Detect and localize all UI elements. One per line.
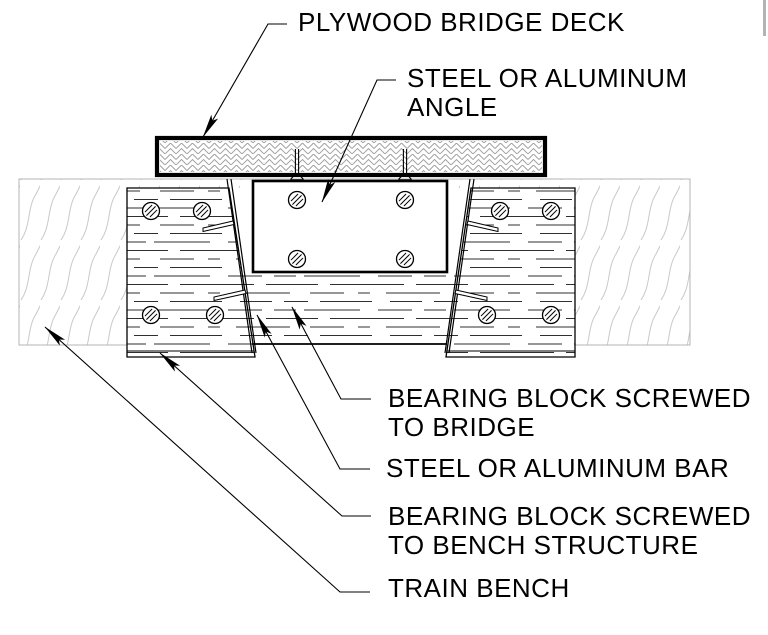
scrollbar-thumb[interactable]: [763, 0, 766, 36]
label-text: TO BENCH STRUCTURE: [388, 530, 699, 560]
leader-plywood-deck: [202, 23, 287, 138]
leader-steel-angle: [321, 79, 396, 203]
leader-train-bench: [44, 326, 370, 593]
label-text: BEARING BLOCK SCREWED: [388, 501, 752, 531]
label-text: BEARING BLOCK SCREWED: [388, 383, 752, 413]
leader-lines: [44, 23, 396, 593]
label-bearing-block-bridge: BEARING BLOCK SCREWED TO BRIDGE: [388, 384, 751, 442]
steel-bar-left: [202, 178, 257, 354]
label-text: TO BRIDGE: [388, 412, 536, 442]
label-plywood-bridge-deck: PLYWOOD BRIDGE DECK: [298, 8, 625, 37]
steel-angle-plate: [251, 179, 449, 274]
label-text: PLYWOOD BRIDGE DECK: [298, 7, 625, 37]
leader-block-bench: [159, 352, 371, 517]
label-bearing-block-bench: BEARING BLOCK SCREWED TO BENCH STRUCTURE: [388, 502, 751, 560]
label-text: STEEL OR ALUMINUM: [407, 63, 688, 93]
label-steel-or-aluminum-bar: STEEL OR ALUMINUM BAR: [386, 454, 729, 483]
label-text: TRAIN BENCH: [388, 573, 570, 603]
plywood-deck: [154, 135, 548, 178]
label-steel-or-aluminum-angle: STEEL OR ALUMINUM ANGLE: [407, 64, 688, 122]
leader-block-bridge: [291, 306, 371, 400]
steel-bar-right: [444, 178, 499, 354]
leader-steel-bar: [256, 314, 370, 470]
label-text: STEEL OR ALUMINUM BAR: [386, 453, 730, 483]
label-train-bench: TRAIN BENCH: [388, 574, 570, 603]
bearing-block-bridge: [241, 272, 458, 345]
label-text: ANGLE: [407, 92, 498, 122]
